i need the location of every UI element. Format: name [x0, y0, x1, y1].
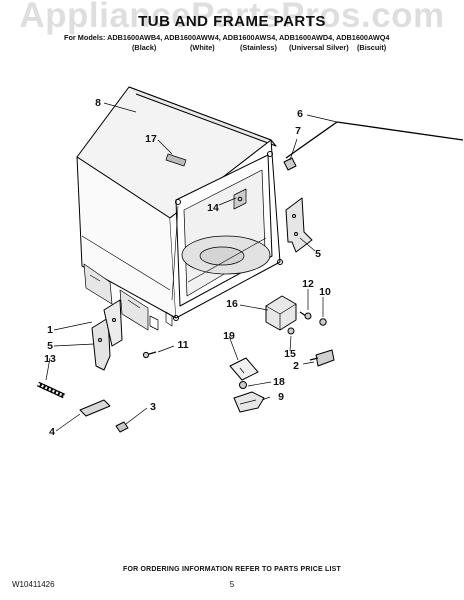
color-black: (Black) — [132, 43, 157, 52]
callout-tub: 8 — [95, 96, 101, 109]
callout-bracket-left: 5 — [47, 339, 53, 352]
callout-screw-15: 15 — [284, 347, 296, 360]
color-white: (White) — [190, 43, 215, 52]
clip-part — [283, 157, 297, 171]
page-title: TUB AND FRAME PARTS — [138, 13, 326, 30]
callout-part-18: 18 — [273, 375, 285, 388]
callout-bracket-1: 1 — [47, 323, 53, 336]
callout-cap: 3 — [150, 400, 156, 413]
callout-screw-11: 11 — [177, 338, 189, 351]
side-bracket-right — [285, 197, 313, 253]
callout-part-9: 9 — [278, 390, 284, 403]
models-line: For Models: ADB1600AWB4, ADB1600AWW4, AD… — [64, 33, 390, 42]
callout-clip-19: 19 — [223, 329, 235, 342]
document-number: W10411426 — [12, 580, 55, 589]
side-bracket-left — [91, 317, 111, 371]
leveling-bracket — [103, 299, 123, 347]
callout-foot-pad: 4 — [49, 425, 55, 438]
callout-screw-12: 12 — [302, 277, 314, 290]
color-stainless: (Stainless) — [240, 43, 277, 52]
callout-gasket: 6 — [297, 107, 303, 120]
callout-clip: 7 — [295, 124, 301, 137]
ordering-note: FOR ORDERING INFORMATION REFER TO PARTS … — [122, 566, 342, 573]
page-number: 5 — [229, 580, 235, 589]
callout-bracket-right: 5 — [315, 247, 321, 260]
callout-strike: 14 — [207, 201, 219, 214]
callout-vent-label: 17 — [145, 132, 157, 145]
tub-part — [76, 86, 283, 331]
color-universal-silver: (Universal Silver) — [289, 43, 349, 52]
callout-part-2: 2 — [293, 359, 299, 372]
callout-leg: 13 — [44, 352, 56, 365]
callout-nut-10: 10 — [319, 285, 331, 298]
gasket-part — [285, 121, 464, 159]
color-biscuit: (Biscuit) — [357, 43, 387, 52]
callout-bracket-16: 16 — [226, 297, 238, 310]
